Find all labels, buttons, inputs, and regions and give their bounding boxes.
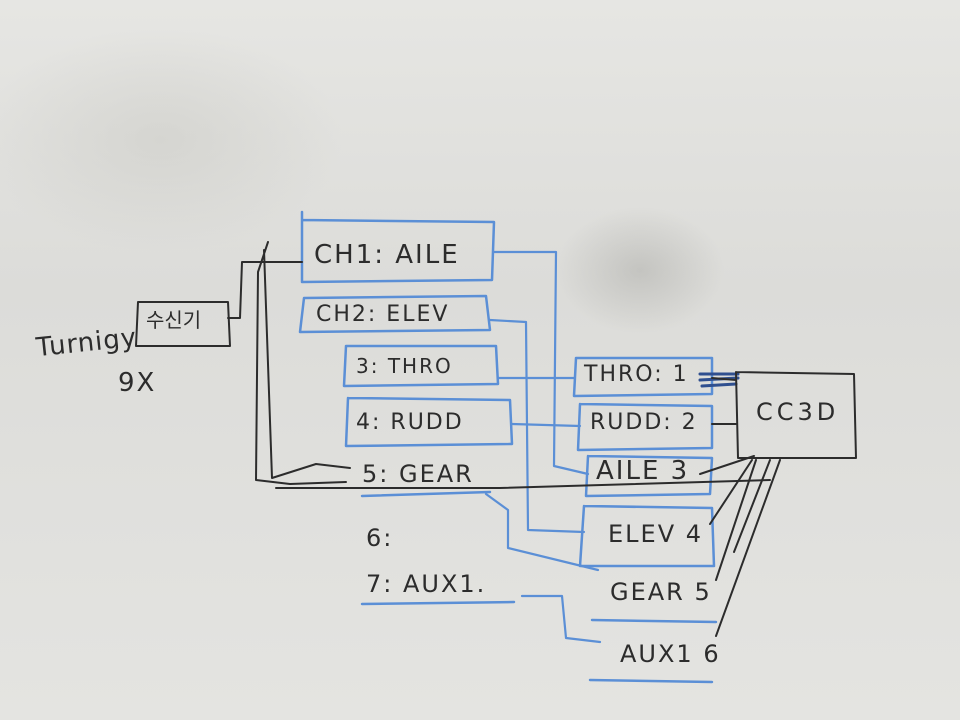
underline-ch5 (360, 490, 492, 498)
input-thro-label: THRO: 1 (584, 362, 689, 387)
cc3d-wire-aile (699, 455, 755, 475)
cc3d-wire-gear (715, 459, 757, 581)
wire-rudd (510, 422, 582, 428)
box-in-rudd (576, 402, 714, 452)
box-ch1 (300, 210, 496, 284)
channel-5-label: 5: GEAR (362, 460, 474, 488)
underline-in-aux (588, 678, 714, 684)
channel-4-label: 4: RUDD (356, 410, 464, 435)
underline-ch7 (360, 600, 516, 606)
cc3d-box (735, 371, 857, 459)
controller-name: CC3D (756, 398, 840, 426)
channel-1-label: CH1: AILE (314, 240, 460, 270)
box-in-aile (584, 454, 714, 498)
transmitter-model: 9X (118, 368, 157, 398)
receiver-label: 수신기 (146, 308, 202, 332)
channel-3-label: 3: THRO (356, 354, 453, 378)
box-in-thro (572, 356, 714, 398)
wire-rx-to-ch1 (227, 261, 303, 319)
box-ch2 (298, 294, 492, 334)
box-in-elev (578, 504, 716, 568)
channel-6-label: 6: (366, 524, 394, 552)
input-gear-label: GEAR 5 (610, 578, 712, 606)
wire-aux (520, 594, 602, 644)
input-elev-label: ELEV 4 (608, 520, 704, 548)
wire-rx-to-gear (255, 241, 771, 489)
wire-gear (484, 492, 600, 572)
underline-in-gear (590, 618, 718, 624)
input-rudd-label: RUDD: 2 (590, 410, 698, 435)
wire-elev (488, 318, 586, 534)
channel-7-label: 7: AUX1. (366, 570, 487, 598)
cc3d-wire-elev (709, 459, 753, 525)
input-aux-label: AUX1 6 (620, 640, 721, 668)
channel-2-label: CH2: ELEV (316, 302, 450, 327)
receiver-box (135, 301, 231, 347)
cc3d-wire-aux (733, 459, 771, 553)
box-ch3 (342, 344, 500, 388)
wire-aile (492, 250, 590, 476)
cc3d-wire-aux2 (715, 459, 781, 637)
cc3d-wire-thro (711, 377, 737, 381)
box-ch4 (344, 396, 514, 448)
input-aile-label: AILE 3 (596, 456, 690, 486)
